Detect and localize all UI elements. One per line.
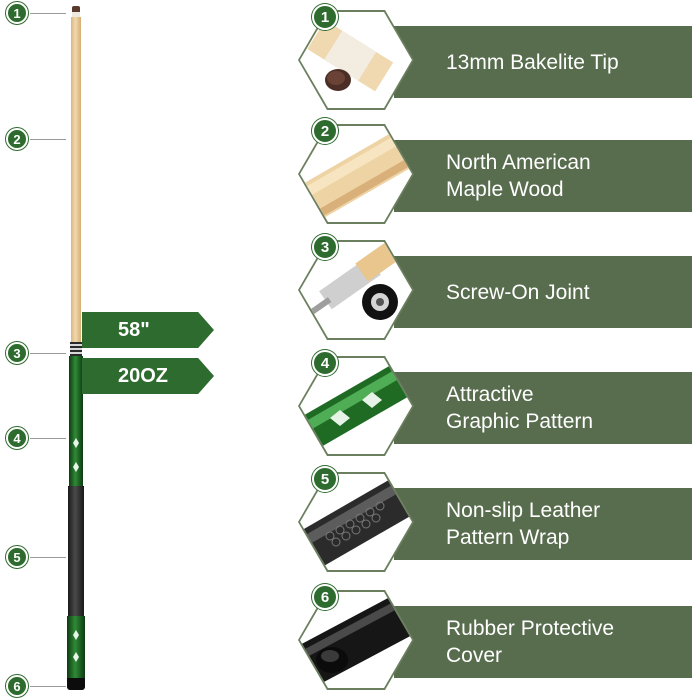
marker-5: 5	[6, 546, 28, 568]
cue-butt-lower	[67, 616, 85, 678]
cue-shaft	[71, 17, 81, 342]
leader-line	[30, 13, 66, 14]
feature-row-joint: Screw-On Joint 3	[298, 234, 692, 340]
feature-number-badge: 5	[312, 466, 338, 492]
feature-number-badge: 1	[312, 4, 338, 30]
marker-6: 6	[6, 675, 28, 697]
feature-hex-frame	[298, 10, 414, 110]
diamond-inlay-icon	[73, 630, 79, 640]
length-spec: 58"	[82, 312, 214, 348]
cue-wrap	[68, 486, 84, 616]
cue-butt-upper	[69, 356, 83, 486]
cue-overview: 1 2 3 4 5 6 58" 20OZ	[0, 0, 240, 700]
feature-label: Attractive Graphic Pattern	[446, 383, 594, 433]
feature-number-badge: 3	[312, 234, 338, 260]
feature-label: 13mm Bakelite Tip	[446, 50, 619, 74]
feature-banner: Attractive Graphic Pattern	[394, 372, 692, 444]
feature-banner: Rubber Protective Cover	[394, 606, 692, 678]
feature-label: North American Maple Wood	[446, 151, 591, 201]
weight-spec: 20OZ	[82, 358, 214, 394]
feature-row-bumper: Rubber Protective Cover 6	[298, 584, 692, 690]
cue-joint	[70, 342, 82, 356]
diamond-inlay-icon	[73, 438, 79, 448]
feature-row-wrap: Non-slip Leather Pattern Wrap 5	[298, 466, 692, 572]
feature-label: Rubber Protective Cover	[446, 617, 615, 667]
feature-number-badge: 4	[312, 350, 338, 376]
marker-4: 4	[6, 427, 28, 449]
leader-line	[30, 557, 66, 558]
feature-banner: Screw-On Joint	[394, 256, 692, 328]
cue-bumper	[67, 678, 85, 690]
feature-label: Screw-On Joint	[446, 280, 590, 304]
feature-number-badge: 6	[312, 584, 338, 610]
marker-3: 3	[6, 342, 28, 364]
feature-row-tip: 13mm Bakelite Tip 1	[298, 4, 692, 110]
cue-tip	[72, 6, 80, 12]
diamond-inlay-icon	[73, 652, 79, 662]
feature-row-pattern: Attractive Graphic Pattern 4	[298, 350, 692, 456]
cue-ferrule	[72, 12, 80, 17]
diamond-inlay-icon	[73, 462, 79, 472]
feature-banner: 13mm Bakelite Tip	[394, 26, 692, 98]
feature-banner: North American Maple Wood	[394, 140, 692, 212]
feature-row-wood: North American Maple Wood 2	[298, 118, 692, 224]
leader-line	[30, 686, 66, 687]
marker-2: 2	[6, 128, 28, 150]
feature-label: Non-slip Leather Pattern Wrap	[446, 499, 601, 549]
leader-line	[30, 139, 66, 140]
marker-1: 1	[6, 2, 28, 24]
leader-line	[30, 353, 66, 354]
leader-line	[30, 438, 66, 439]
feature-banner: Non-slip Leather Pattern Wrap	[394, 488, 692, 560]
feature-number-badge: 2	[312, 118, 338, 144]
